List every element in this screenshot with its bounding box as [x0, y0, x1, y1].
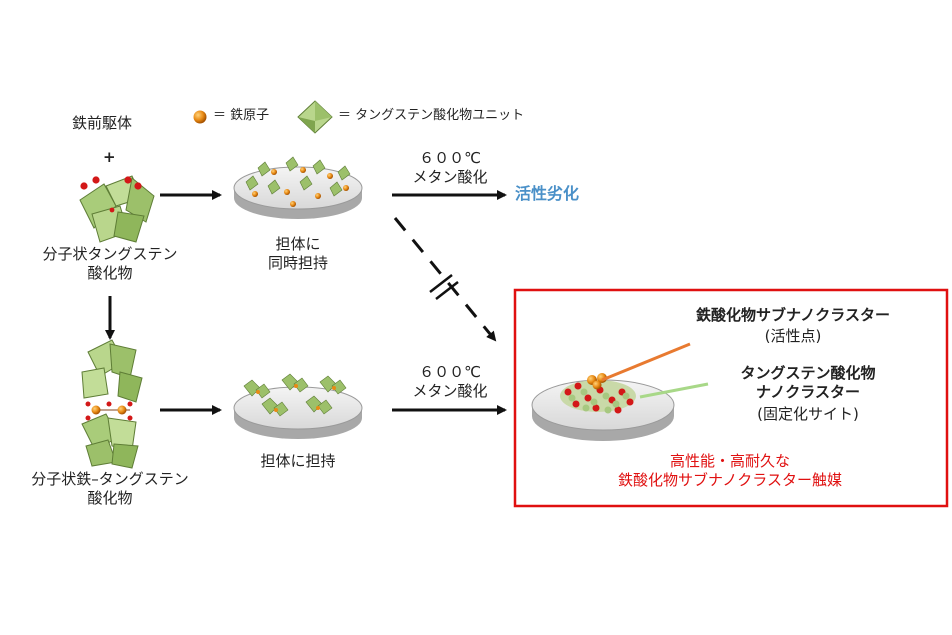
bottom-condition-label: ６００℃ メタン酸化 — [412, 363, 488, 400]
plus-sign: + — [103, 148, 116, 166]
support-disc-bottom — [233, 373, 363, 439]
cluster-title: 鉄酸化物サブナノクラスター — [696, 306, 890, 324]
cluster-subtitle: (活性点) — [764, 327, 822, 345]
tungsten-oxide-molecule-icon — [79, 175, 155, 243]
tungsten-pointer-line — [639, 382, 709, 399]
result-box — [513, 288, 949, 508]
catalyst-disc — [531, 373, 675, 441]
tungsten-unit-legend-icon — [297, 100, 333, 134]
cluster-pointer-line — [601, 342, 691, 382]
top-condition-label: ６００℃ メタン酸化 — [412, 149, 488, 186]
iron-precursor-label: 鉄前駆体 — [72, 114, 133, 132]
tungsten-oxide-molecule-label: 分子状タングステン 酸化物 — [42, 245, 178, 282]
co-support-label: 担体に 同時担持 — [267, 235, 328, 272]
tungsten-cluster-subtitle: (固定化サイト) — [757, 405, 859, 423]
tungsten-unit-legend-label: ＝ タングステン酸化物ユニット — [338, 108, 525, 123]
support-label: 担体に担持 — [260, 452, 336, 470]
degradation-label: 活性劣化 — [515, 184, 580, 203]
blocked-mark-icon — [429, 274, 459, 300]
iron-tungsten-molecule-label: 分子状鉄–タングステン 酸化物 — [31, 470, 189, 507]
catalyst-summary: 高性能・高耐久な 鉄酸化物サブナノクラスター触媒 — [618, 452, 842, 489]
iron-atom-legend-icon — [193, 110, 207, 124]
tungsten-cluster-title: タングステン酸化物 ナノクラスター — [740, 364, 876, 401]
support-disc-top — [233, 156, 363, 219]
iron-atom-legend-label: ＝ 鉄原子 — [213, 108, 270, 123]
nanocluster-icon — [560, 373, 636, 414]
iron-tungsten-oxide-molecule-icon — [81, 339, 143, 469]
